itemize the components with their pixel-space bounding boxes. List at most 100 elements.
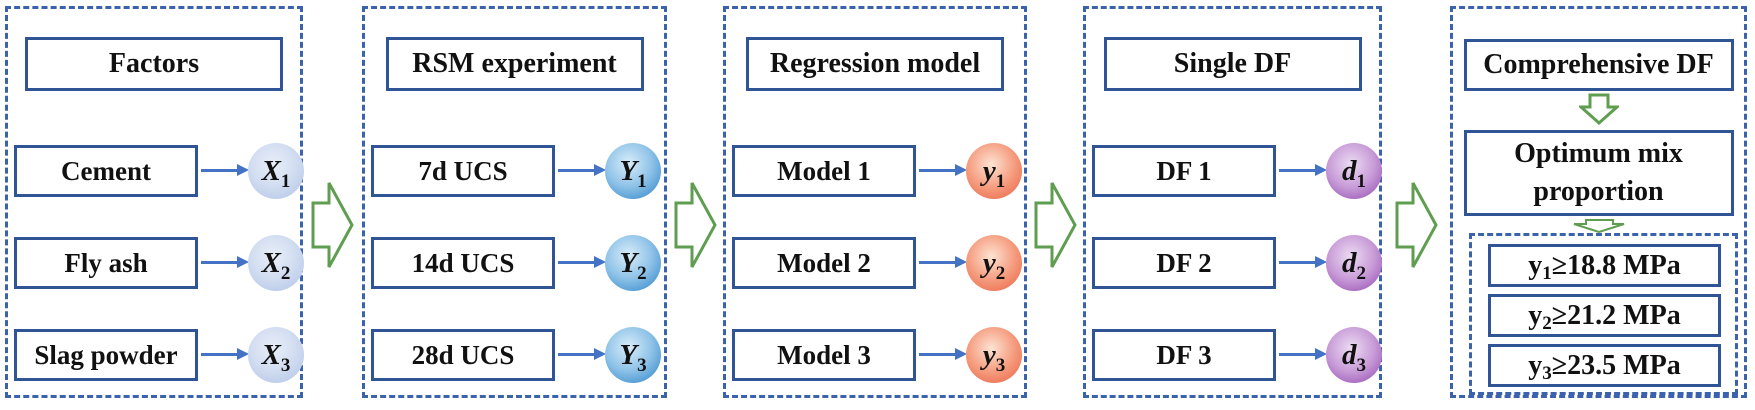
item-box: 7d UCS — [371, 145, 555, 197]
node-subscript: 2 — [280, 262, 291, 284]
panel-comprehensive-df: Comprehensive DF Optimum mix proportion … — [1450, 6, 1747, 398]
node-subscript: 3 — [1356, 354, 1367, 376]
constraint-value: ≥21.2 MPa — [1551, 299, 1681, 331]
node-label: Y — [619, 154, 638, 187]
right-arrow-icon — [201, 348, 249, 360]
flow-arrow-icon — [674, 181, 718, 269]
node-subscript: 3 — [280, 354, 291, 376]
right-arrow-icon — [1279, 348, 1327, 360]
node-subscript: 1 — [280, 170, 291, 192]
item-box: DF 2 — [1092, 237, 1276, 289]
item-box: 14d UCS — [371, 237, 555, 289]
node-label: X — [261, 246, 281, 279]
right-arrow-icon — [1279, 164, 1327, 176]
item-box: Model 1 — [732, 145, 916, 197]
item-box: Fly ash — [14, 237, 198, 289]
right-arrow-icon — [919, 256, 967, 268]
flow-arrow-icon — [1034, 181, 1078, 269]
flow-arrow-icon — [1395, 181, 1439, 269]
node-label: y — [982, 246, 996, 279]
item-box: 28d UCS — [371, 329, 555, 381]
constraint-value: ≥23.5 MPa — [1551, 349, 1681, 381]
panel-title: Single DF — [1103, 37, 1362, 91]
item-box: DF 1 — [1092, 145, 1276, 197]
constraint-base: y — [1528, 299, 1543, 331]
right-arrow-icon — [558, 256, 606, 268]
node-label: Y — [619, 246, 638, 279]
node-label: X — [261, 154, 281, 187]
right-arrow-icon — [201, 164, 249, 176]
node-subscript: 3 — [637, 354, 647, 376]
result-box: Optimum mix proportion — [1463, 130, 1734, 216]
node-label: y — [982, 154, 996, 187]
node-label: d — [1342, 154, 1357, 187]
constraint-subscript: 1 — [1542, 263, 1552, 284]
constraint-base: y — [1528, 249, 1543, 281]
right-arrow-icon — [558, 164, 606, 176]
right-arrow-icon — [919, 164, 967, 176]
node-label: y — [982, 338, 996, 371]
constraint-base: y — [1528, 349, 1543, 381]
item-box: Model 2 — [732, 237, 916, 289]
item-box: Model 3 — [732, 329, 916, 381]
node-subscript: 2 — [1356, 262, 1367, 284]
item-box: Cement — [14, 145, 198, 197]
node-subscript: 1 — [637, 170, 647, 192]
small-down-arrow-icon — [1572, 219, 1626, 233]
node-subscript: 1 — [1356, 170, 1367, 192]
node-label: Y — [619, 338, 638, 371]
panel-title: Factors — [25, 37, 283, 91]
item-box: DF 3 — [1092, 329, 1276, 381]
node-subscript: 1 — [995, 170, 1006, 192]
node-subscript: 2 — [995, 262, 1006, 284]
node-subscript: 2 — [637, 262, 647, 284]
panel-title: Comprehensive DF — [1463, 39, 1734, 91]
node-label: d — [1342, 246, 1357, 279]
right-arrow-icon — [201, 256, 249, 268]
down-arrow-icon — [1578, 93, 1619, 125]
panel-title: Regression model — [746, 37, 1004, 91]
node-label: d — [1342, 338, 1357, 371]
flow-arrow-icon — [311, 181, 355, 269]
item-box: Slag powder — [14, 329, 198, 381]
panel-title: RSM experiment — [385, 37, 644, 91]
constraint-subscript: 3 — [1542, 363, 1552, 384]
right-arrow-icon — [1279, 256, 1327, 268]
node-label: X — [261, 338, 281, 371]
constraint-subscript: 2 — [1542, 313, 1552, 334]
right-arrow-icon — [558, 348, 606, 360]
